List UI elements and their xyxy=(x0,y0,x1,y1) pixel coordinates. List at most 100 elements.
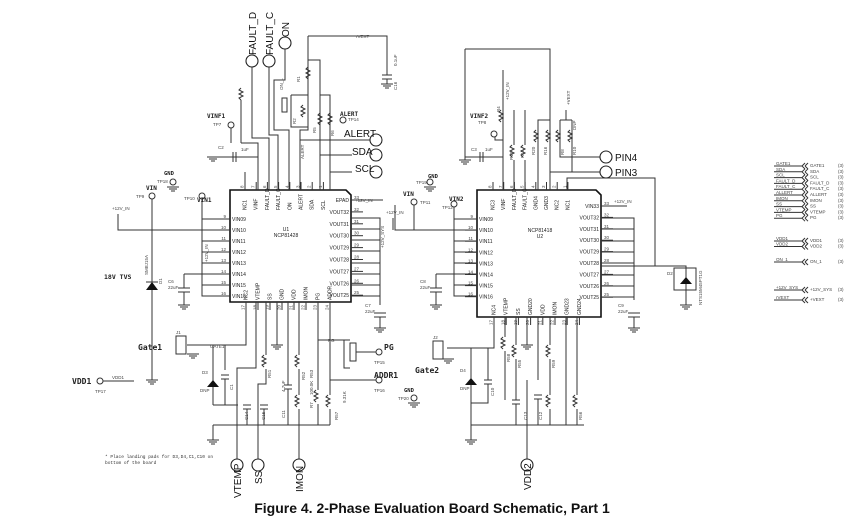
gate2-label: Gate2 xyxy=(415,366,439,375)
alert-connector[interactable] xyxy=(369,133,383,147)
pin-number: 10 xyxy=(468,225,474,230)
vdd2-connector[interactable] xyxy=(520,458,534,472)
net-port-label[interactable]: PG xyxy=(810,215,817,220)
pin-number: 31 xyxy=(354,219,360,224)
pin-number: 9 xyxy=(470,214,473,219)
d3-label: D3 xyxy=(202,370,208,375)
net-port-label[interactable]: SCL xyxy=(810,175,819,180)
pin-name: VTEMP xyxy=(256,282,262,300)
pin-name: VIN09 xyxy=(479,217,493,223)
u1-chip: U1 NCP81428 8NC17VINF6FAULT_D5FAULT_C4ON… xyxy=(218,182,363,310)
ground-icon xyxy=(424,186,436,192)
c13-label: C13 xyxy=(523,411,528,420)
pin-number: 33 xyxy=(354,195,360,200)
net-name: VDD2 xyxy=(776,242,789,247)
pin-name: NC3 xyxy=(491,200,497,210)
tp17-testpoint[interactable] xyxy=(96,377,104,385)
pin-number: 25 xyxy=(604,292,610,297)
pin-name: VOUT32 xyxy=(330,210,350,216)
u2-right-wiring xyxy=(601,205,697,328)
imon-connector[interactable] xyxy=(292,458,306,472)
fault-d-connector[interactable] xyxy=(245,54,259,68)
net-port-label[interactable]: VDD2 xyxy=(810,244,823,249)
net-port-label[interactable]: +12V_SYS xyxy=(810,287,832,292)
pin-number: 27 xyxy=(604,269,610,274)
pin-number: 24 xyxy=(574,319,579,325)
tp8-testpoint[interactable] xyxy=(490,130,498,138)
ground-icon xyxy=(628,327,640,333)
gate1-label: Gate1 xyxy=(138,343,162,352)
vtemp-connector[interactable] xyxy=(230,458,244,472)
ss-connector[interactable] xyxy=(251,458,265,472)
tp10-testpoint[interactable] xyxy=(198,192,206,200)
tp12-label: TP12 xyxy=(442,205,453,210)
pin-number: 2 xyxy=(552,185,557,188)
sheet-ref: (3) xyxy=(838,163,844,168)
pin4-connector[interactable] xyxy=(599,150,613,164)
net-name: GATE1 xyxy=(776,161,791,166)
net-port-label[interactable]: ALLERT xyxy=(810,192,827,197)
scl-connector[interactable] xyxy=(369,165,383,179)
alert-net-label: ALERT xyxy=(300,144,305,159)
tp16-testpoint[interactable] xyxy=(375,376,383,384)
p12v-sys-label-1: +12V_SYS xyxy=(380,226,385,248)
ss-label: SS xyxy=(254,470,265,484)
net-port-label[interactable]: ON_1 xyxy=(810,259,822,264)
net-name: SDA xyxy=(776,167,785,172)
u2-left-wiring xyxy=(392,205,477,305)
tp15-testpoint[interactable] xyxy=(375,348,383,356)
tp11-testpoint[interactable] xyxy=(410,198,418,206)
pin-name: ON xyxy=(287,202,293,210)
alert-connector-label: ALERT xyxy=(344,129,376,140)
d3-dnp: DNP xyxy=(200,388,210,393)
net-port-label[interactable]: FAULT_C xyxy=(810,186,830,191)
pin-number: 5 xyxy=(520,185,525,188)
pin-name: VOUT25 xyxy=(580,295,600,301)
pin-name: VOUT31 xyxy=(330,222,350,228)
net-port-label[interactable]: VDD1 xyxy=(810,238,823,243)
u1-ref: U1 xyxy=(283,227,290,233)
j2-connector xyxy=(432,340,444,360)
pin-name: VOUT30 xyxy=(330,234,350,240)
net-port-label[interactable]: IMON xyxy=(810,198,822,203)
c8-value: 22uF xyxy=(420,285,431,290)
pin-number: 12 xyxy=(468,247,474,252)
net-port-label[interactable]: SDA xyxy=(810,169,819,174)
tp19-testpoint[interactable] xyxy=(426,178,434,186)
tp12-testpoint[interactable] xyxy=(450,200,458,208)
pin-number: 8 xyxy=(240,185,245,188)
tp9-testpoint[interactable] xyxy=(148,192,156,200)
pin3-connector[interactable] xyxy=(599,165,613,179)
pin-number: 26 xyxy=(604,281,610,286)
pin-name: VIN10 xyxy=(479,228,493,234)
fault-c-label: FAULT_C xyxy=(265,12,276,55)
pin-number: 9 xyxy=(223,214,226,219)
net-port-label[interactable]: +VEXT xyxy=(810,297,825,302)
pin-number: 28 xyxy=(354,255,360,260)
sda-connector[interactable] xyxy=(369,148,383,162)
c10-label: C10 xyxy=(490,387,495,396)
u2-chip: NCP81418 U2 8NC37VINF6FAULT_D5FAULT_C4GN… xyxy=(465,182,613,325)
ground-icon xyxy=(459,159,471,165)
c2-value: 1uF xyxy=(241,147,249,152)
net-port-label[interactable]: FAULT_D xyxy=(810,180,830,185)
p12v-in-label-4: +12V_IN xyxy=(505,82,510,100)
tp20-testpoint[interactable] xyxy=(410,394,418,402)
u2-bottom-wiring xyxy=(447,317,584,460)
net-port-label[interactable]: SS xyxy=(810,204,816,209)
tp18-testpoint[interactable] xyxy=(169,178,177,186)
c14-label: C14 xyxy=(244,411,249,420)
net-port-label[interactable]: VTEMP xyxy=(810,209,826,214)
tp7-testpoint[interactable] xyxy=(227,121,235,129)
tp19-label: TP19 xyxy=(416,180,427,185)
u2-ref: U2 xyxy=(537,234,544,240)
pin-number: 23 xyxy=(562,319,567,325)
r58-label: R58 xyxy=(506,353,511,362)
pin-number: 12 xyxy=(221,247,227,252)
tp14-testpoint[interactable] xyxy=(339,116,347,124)
fault-c-connector[interactable] xyxy=(262,54,276,68)
net-port-label[interactable]: GATE1 xyxy=(810,163,825,168)
on-connector[interactable] xyxy=(278,36,292,50)
r15-label: R15 xyxy=(520,149,525,158)
